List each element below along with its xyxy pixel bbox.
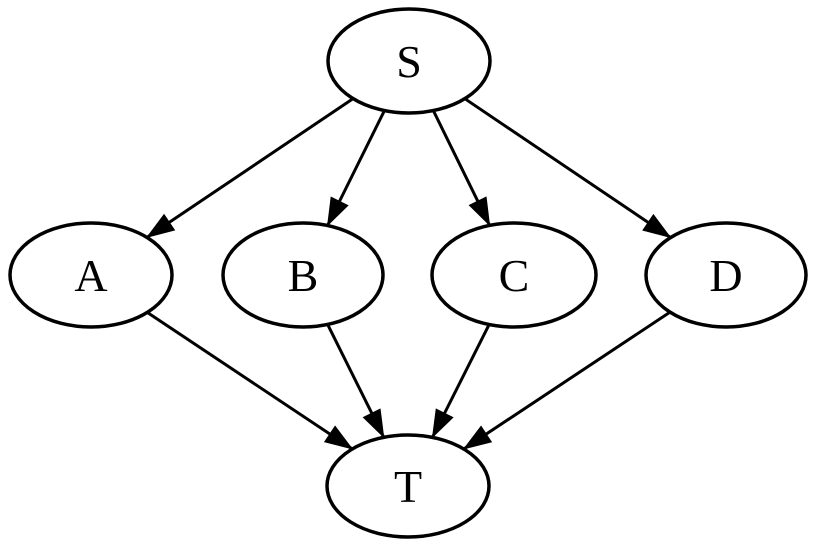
edge-S-D [463, 97, 672, 239]
edge-C-T [431, 323, 491, 439]
edge-S-B [326, 109, 386, 227]
node-B-ellipse [221, 221, 385, 329]
node-D: D [644, 221, 808, 329]
node-C: C [430, 221, 598, 329]
edge-D-T [462, 310, 671, 451]
edge-S-C [431, 109, 491, 227]
node-T: T [325, 433, 491, 539]
node-C-label: C [499, 250, 530, 301]
edge-B-T [326, 323, 386, 439]
node-B-label: B [288, 250, 319, 301]
node-D-label: D [709, 250, 742, 301]
node-S-ellipse [326, 7, 492, 115]
node-S-label: S [396, 36, 422, 87]
node-A-ellipse [8, 221, 174, 329]
node-B: B [221, 221, 385, 329]
node-D-ellipse [644, 221, 808, 329]
node-S: S [326, 7, 492, 115]
node-T-ellipse [325, 433, 491, 539]
node-C-ellipse [430, 221, 598, 329]
node-T-label: T [394, 461, 422, 512]
edge-S-A [145, 97, 354, 239]
node-A-label: A [74, 250, 107, 301]
node-A: A [8, 221, 174, 329]
edge-A-T [146, 311, 354, 451]
